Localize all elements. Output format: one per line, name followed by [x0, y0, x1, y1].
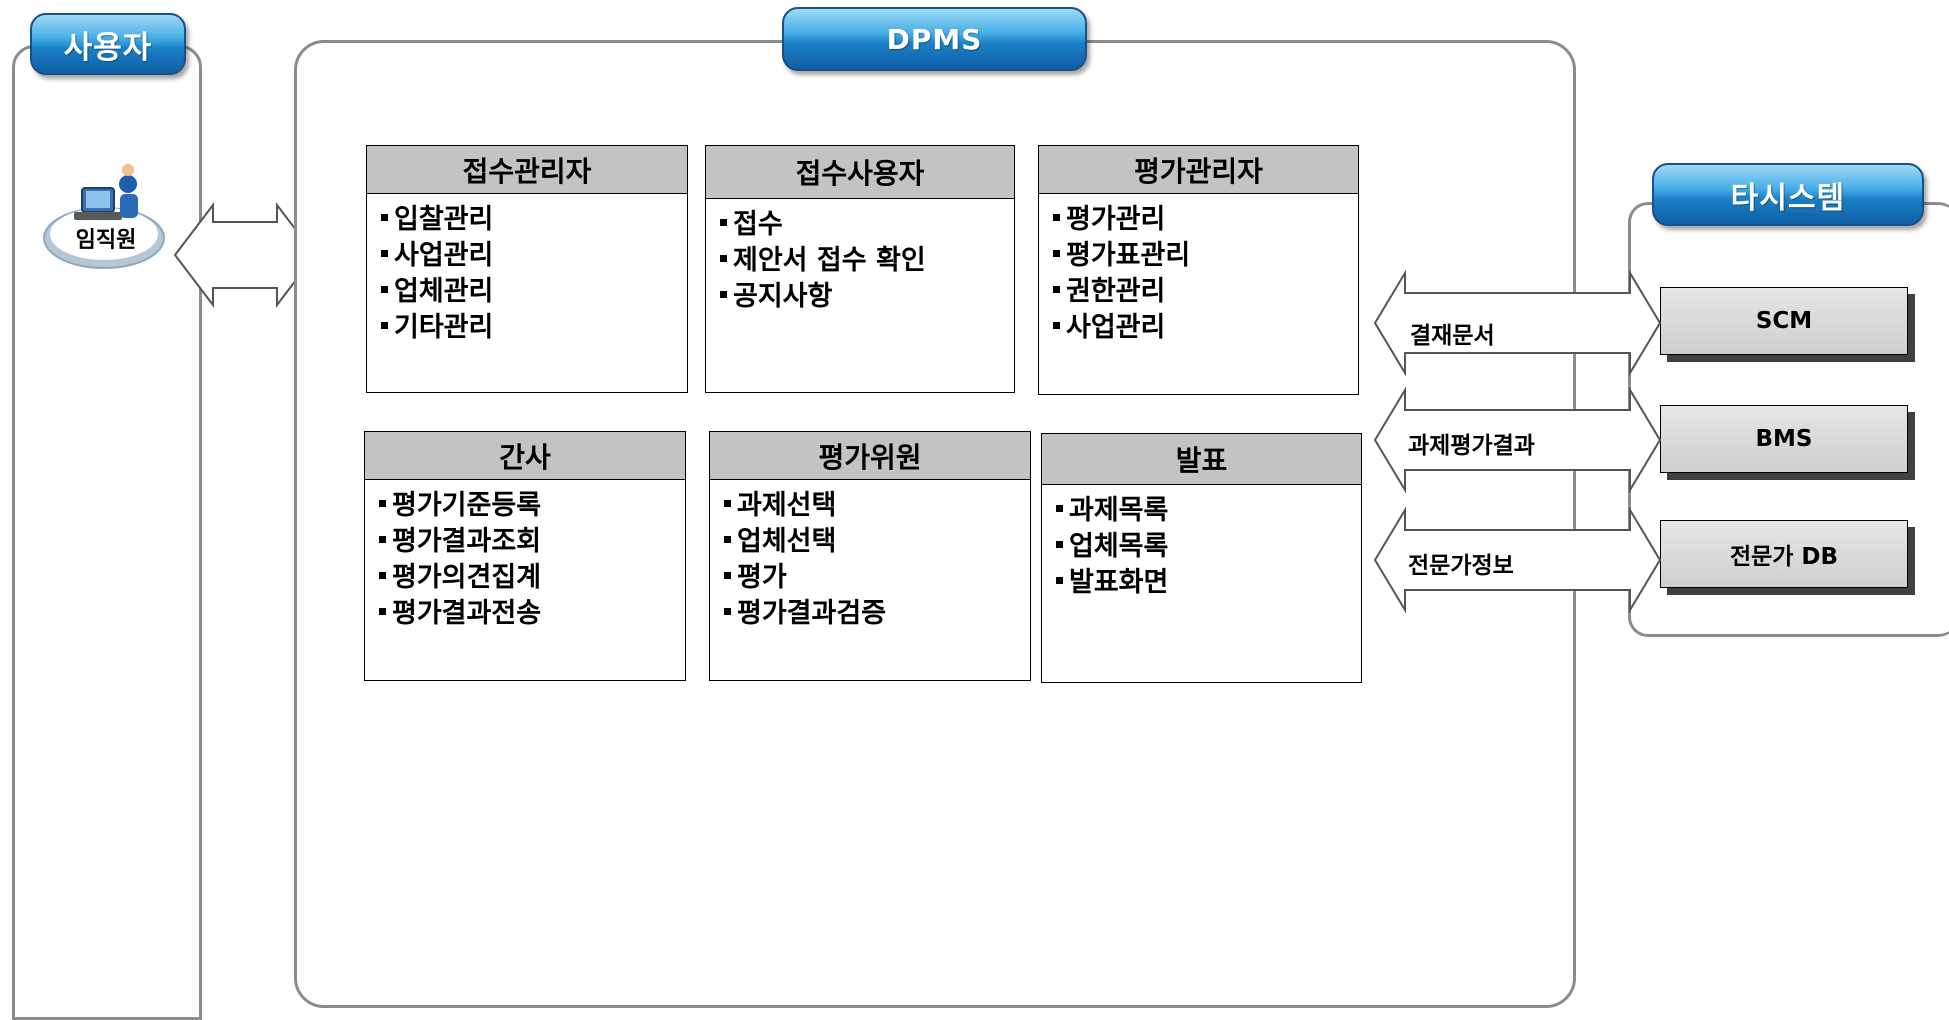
role-item: 업체관리: [381, 274, 687, 310]
role-item: 입찰관리: [381, 202, 687, 238]
role-box-reception-user: 접수사용자 접수 제안서 접수 확인 공지사항: [705, 145, 1015, 393]
flow-label-expert: 전문가정보: [1408, 553, 1514, 579]
role-item: 과제선택: [724, 488, 1030, 524]
role-box-presentation: 발표 과제목록 업체목록 발표화면: [1041, 433, 1362, 683]
role-title: 접수관리자: [367, 146, 687, 194]
employee-icon: [42, 160, 167, 270]
user-panel-title: 사용자: [30, 13, 186, 75]
flow-label-result: 과제평가결과: [1408, 433, 1535, 459]
role-item: 평가결과검증: [724, 596, 1030, 632]
role-item: 제안서 접수 확인: [720, 243, 1014, 279]
role-item: 평가기준등록: [379, 488, 685, 524]
role-item: 평가표관리: [1053, 238, 1358, 274]
employee-label: 임직원: [75, 228, 137, 253]
role-item: 공지사항: [720, 279, 1014, 315]
role-title: 접수사용자: [706, 146, 1014, 199]
flow-label-approval: 결재문서: [1410, 323, 1495, 349]
role-title: 발표: [1042, 434, 1361, 485]
flow-arrow-expert: [1373, 506, 1662, 614]
role-title: 평가위원: [710, 432, 1030, 480]
role-box-reception-admin: 접수관리자 입찰관리 사업관리 업체관리 기타관리: [366, 145, 688, 393]
role-box-evaluation-admin: 평가관리자 평가관리 평가표관리 권한관리 사업관리: [1038, 145, 1359, 395]
role-item: 과제목록: [1056, 493, 1361, 529]
role-box-secretary: 간사 평가기준등록 평가결과조회 평가의견집계 평가결과전송: [364, 431, 686, 681]
role-item: 업체선택: [724, 524, 1030, 560]
role-item: 평가관리: [1053, 202, 1358, 238]
role-title: 간사: [365, 432, 685, 480]
system-box-expert-db: 전문가 DB: [1660, 520, 1908, 588]
other-systems-panel-title: 타시스템: [1652, 163, 1924, 226]
role-item: 기타관리: [381, 310, 687, 346]
role-item: 업체목록: [1056, 529, 1361, 565]
role-item: 평가결과조회: [379, 524, 685, 560]
role-title: 평가관리자: [1039, 146, 1358, 194]
role-item: 발표화면: [1056, 565, 1361, 601]
flow-arrow-approval: [1373, 269, 1662, 377]
role-item: 접수: [720, 207, 1014, 243]
role-item: 평가의견집계: [379, 560, 685, 596]
dpms-panel-title: DPMS: [782, 7, 1087, 71]
role-item: 평가결과전송: [379, 596, 685, 632]
role-item: 평가: [724, 560, 1030, 596]
system-box-bms: BMS: [1660, 405, 1908, 473]
role-item: 권한관리: [1053, 274, 1358, 310]
role-box-evaluator: 평가위원 과제선택 업체선택 평가 평가결과검증: [709, 431, 1031, 681]
role-item: 사업관리: [381, 238, 687, 274]
flow-arrow-result: [1373, 386, 1662, 494]
system-box-scm: SCM: [1660, 287, 1908, 355]
role-item: 사업관리: [1053, 310, 1358, 346]
